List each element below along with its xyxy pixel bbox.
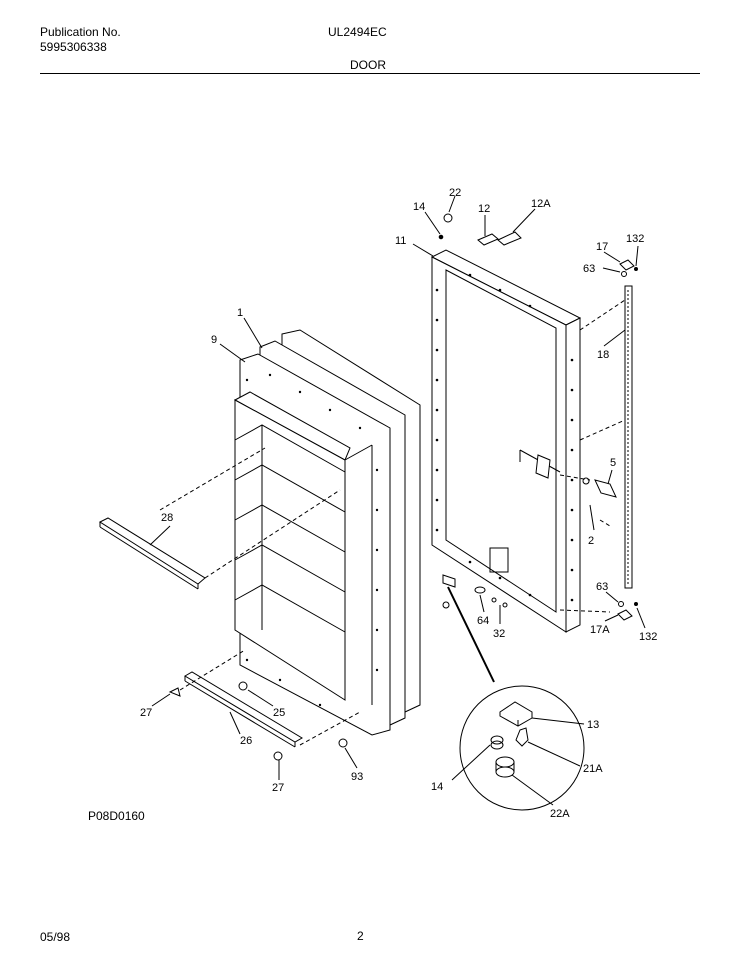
callout-11: 11 [395, 235, 406, 247]
hinge-bar-18 [624, 285, 633, 589]
callout-22a: 22A [550, 808, 570, 820]
callout-93: 93 [351, 771, 363, 783]
callout-63-bottom: 63 [596, 581, 608, 593]
callout-64: 64 [477, 615, 489, 627]
section-title: DOOR [350, 58, 386, 72]
callout-132-bottom: 132 [639, 631, 657, 643]
model-number: UL2494EC [328, 25, 387, 39]
callout-14: 14 [413, 201, 425, 213]
callout-26: 26 [240, 735, 252, 747]
callout-17: 17 [596, 241, 608, 253]
footer-date: 05/98 [40, 930, 71, 944]
publication-label: Publication No. [40, 25, 121, 39]
callout-12: 12 [478, 203, 490, 215]
callout-12a: 12A [531, 198, 551, 210]
detail-circle [451, 685, 585, 811]
callout-13: 13 [587, 719, 599, 731]
callout-32: 32 [493, 628, 505, 640]
header-divider [40, 73, 700, 74]
callout-25: 25 [273, 707, 285, 719]
callout-22: 22 [449, 187, 461, 199]
publication-number: 5995306338 [40, 40, 107, 54]
callout-21a: 21A [583, 763, 603, 775]
callout-9: 9 [211, 334, 217, 346]
callout-63-top: 63 [583, 263, 595, 275]
shelf-rail-28 [98, 517, 206, 590]
small-parts [168, 213, 638, 761]
callout-27-left: 27 [140, 707, 152, 719]
callout-17a: 17A [590, 624, 610, 636]
page-number: 2 [357, 929, 364, 943]
callout-1: 1 [237, 307, 243, 319]
callout-18: 18 [597, 349, 609, 361]
callout-2: 2 [588, 535, 594, 547]
callout-14-detail: 14 [431, 781, 443, 793]
callout-27-bottom: 27 [272, 782, 284, 794]
inner-liner [233, 329, 421, 736]
drawing-id: P08D0160 [88, 809, 145, 823]
outer-door-panel [430, 249, 582, 633]
callout-5: 5 [610, 457, 616, 469]
callout-28: 28 [161, 512, 173, 524]
bottom-rail-26 [184, 671, 303, 748]
callout-132-top: 132 [626, 233, 644, 245]
